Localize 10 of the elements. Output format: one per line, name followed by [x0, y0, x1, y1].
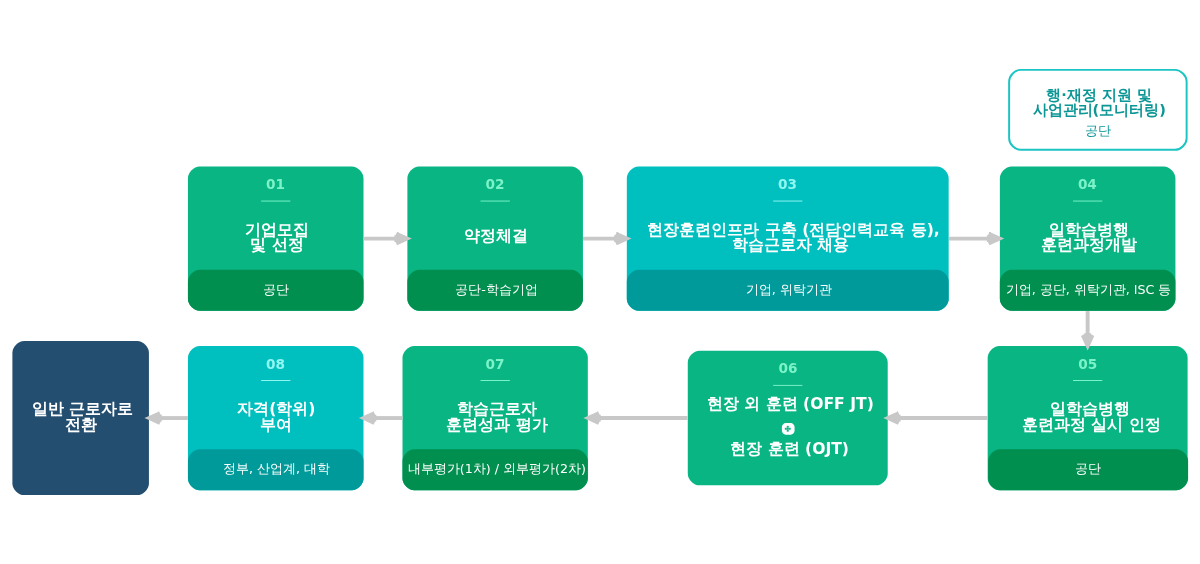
arrow	[1080, 311, 1095, 348]
arrow	[885, 411, 988, 425]
arrow	[586, 411, 688, 425]
arrow	[147, 411, 188, 425]
arrow	[361, 411, 403, 425]
node-box: 06 현장 외 훈련 (OFF JT) 현장 훈련 (OJT)	[687, 350, 888, 486]
node-box: 일반 근로자로 전환	[12, 341, 149, 496]
arrow	[582, 231, 629, 246]
arrow	[363, 231, 409, 246]
arrow	[949, 231, 1002, 246]
